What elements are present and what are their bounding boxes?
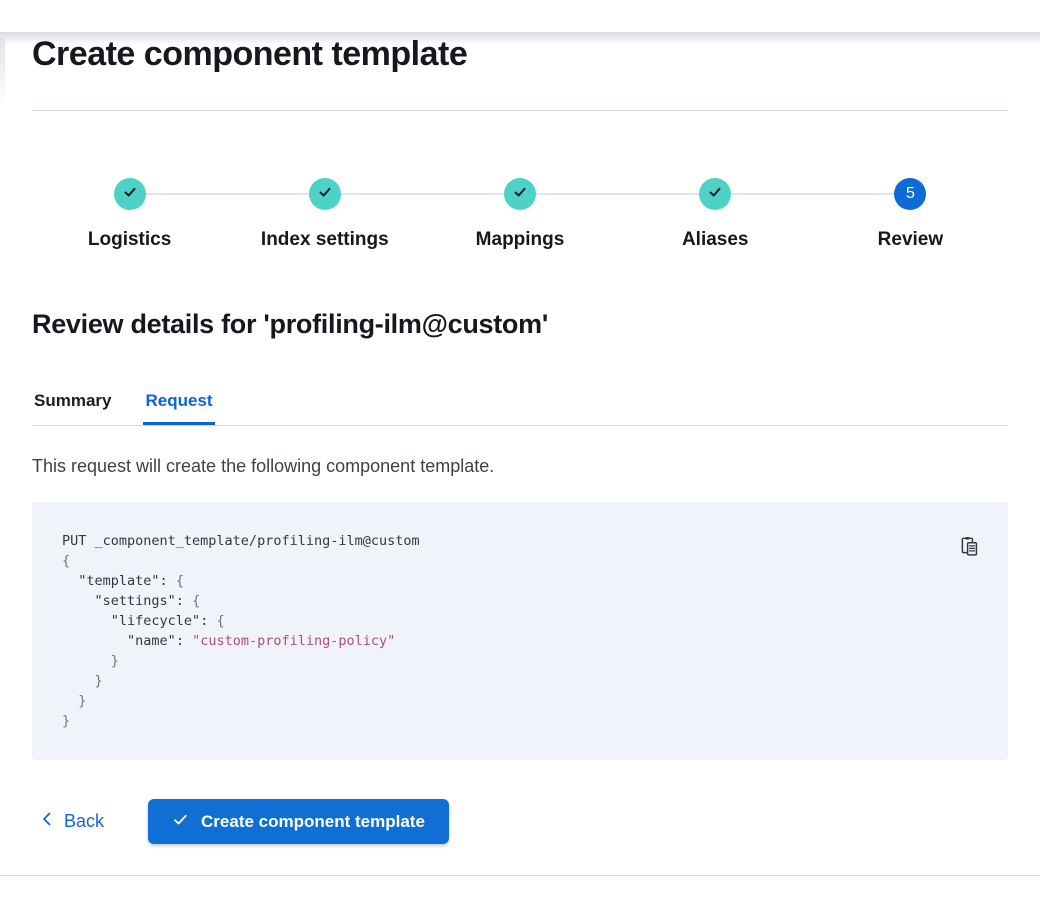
step-review: 5 Review <box>813 178 1008 252</box>
create-component-template-page: Create component template Logistics Inde… <box>0 32 1040 844</box>
step-aliases[interactable]: Aliases <box>618 178 813 252</box>
step-review-circle: 5 <box>894 178 927 210</box>
copy-to-clipboard-button[interactable] <box>957 534 982 559</box>
step-index-settings[interactable]: Index settings <box>227 178 422 252</box>
step-review-number: 5 <box>905 185 915 202</box>
step-logistics[interactable]: Logistics <box>32 178 227 252</box>
step-mappings-label: Mappings <box>475 229 565 250</box>
chevron-left-icon <box>40 811 54 832</box>
check-icon <box>512 184 528 205</box>
back-button[interactable]: Back <box>32 811 108 832</box>
step-logistics-label: Logistics <box>87 229 172 250</box>
step-mappings[interactable]: Mappings <box>422 178 617 252</box>
check-icon <box>317 184 333 205</box>
check-icon <box>122 184 138 205</box>
tab-request[interactable]: Request <box>143 385 215 425</box>
back-button-label: Back <box>64 811 105 831</box>
step-index-settings-label: Index settings <box>260 229 389 250</box>
request-description: This request will create the following c… <box>32 456 495 476</box>
page-title: Create component template <box>32 35 468 73</box>
bottom-page-divider <box>0 875 1040 876</box>
step-aliases-label: Aliases <box>681 229 749 250</box>
step-index-settings-circle[interactable] <box>308 178 341 210</box>
review-tabs: Summary Request <box>32 385 1008 426</box>
create-component-template-button-label: Create component template <box>201 811 425 831</box>
tab-summary[interactable]: Summary <box>32 385 113 425</box>
step-aliases-circle[interactable] <box>699 178 732 210</box>
wizard-footer: Back Create component template <box>32 799 1008 844</box>
copy-clipboard-icon <box>959 537 980 560</box>
step-mappings-circle[interactable] <box>504 178 536 210</box>
step-review-label: Review <box>877 229 944 250</box>
review-heading: Review details for 'profiling-ilm@custom… <box>32 309 548 339</box>
check-icon <box>172 811 189 833</box>
check-icon <box>707 184 723 205</box>
step-logistics-circle[interactable] <box>113 178 146 210</box>
code-lines: PUT _component_template/profiling-ilm@cu… <box>62 533 420 729</box>
wizard-stepper: Logistics Index settings Mappings <box>32 178 1008 252</box>
create-component-template-button[interactable]: Create component template <box>148 799 449 844</box>
request-code-block: PUT _component_template/profiling-ilm@cu… <box>32 502 1008 760</box>
title-divider <box>32 110 1008 111</box>
